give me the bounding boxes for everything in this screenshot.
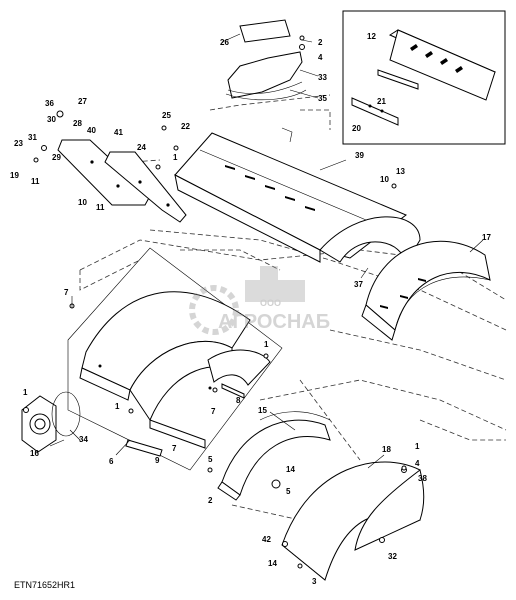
leader-lines	[49, 33, 484, 469]
bracket-40	[57, 139, 151, 206]
figure-id: ETN71652HR1	[14, 580, 76, 590]
chassis-frame-dashed	[79, 94, 507, 541]
callout-label: 1	[115, 402, 120, 411]
callout-label: 9	[155, 456, 160, 465]
callout-label: 31	[28, 133, 37, 142]
callout-label: 42	[262, 535, 271, 544]
callout-label: 17	[482, 233, 491, 242]
callout-label: 10	[78, 198, 87, 207]
seal-34	[51, 391, 81, 437]
left-bracket-assembly	[33, 110, 187, 223]
callout-label: 10	[380, 175, 389, 184]
washer-4	[299, 44, 305, 50]
callout-label: 7	[64, 288, 69, 297]
washer-30	[56, 110, 64, 118]
hardware-fasteners	[69, 125, 407, 569]
callout-label: 39	[355, 151, 364, 160]
callout-label: 4	[318, 53, 323, 62]
panel-6-right	[207, 349, 271, 399]
callout-label: 28	[73, 119, 82, 128]
bolt-2	[299, 35, 305, 41]
callout-label: 22	[181, 122, 190, 131]
callout-label: 11	[96, 203, 105, 212]
callout-label: 32	[388, 552, 397, 561]
callout-label: 1	[23, 388, 28, 397]
callout-label: 13	[396, 167, 405, 176]
bolt-32	[379, 537, 385, 543]
callout-label: 2	[208, 496, 213, 505]
callout-label: 19	[10, 171, 19, 180]
callout-label: 23	[14, 139, 23, 148]
callout-label: 37	[354, 280, 363, 289]
watermark-small-text: ООО	[260, 298, 281, 308]
callout-label: 3	[312, 577, 317, 586]
callout-label: 5	[286, 487, 291, 496]
plate-26	[239, 19, 291, 43]
inset-detail-box	[342, 10, 506, 145]
watermark-main-text: АГРОСНАБ	[218, 311, 330, 333]
callout-label: 7	[172, 444, 177, 453]
bearing-plate-16	[21, 391, 81, 453]
bolt-19	[33, 157, 39, 163]
callout-label: 27	[78, 97, 87, 106]
callout-label: 1	[264, 340, 269, 349]
callout-label: 40	[87, 126, 96, 135]
seal-33	[227, 51, 303, 99]
callout-label: 1	[173, 153, 178, 162]
callout-label: 2	[318, 38, 323, 47]
callout-label: 21	[377, 97, 386, 106]
hood-17	[361, 240, 491, 341]
watermark-logo: ООО АГРОСНАБ	[189, 266, 330, 335]
callout-label: 36	[45, 99, 54, 108]
main-housing-39	[174, 127, 421, 267]
inset-strip-21	[377, 69, 419, 90]
nut-23	[41, 145, 47, 151]
hood-15	[217, 411, 331, 501]
callout-label: 26	[220, 38, 229, 47]
callout-label: 38	[418, 474, 427, 483]
callout-label: 6	[109, 457, 114, 466]
callout-label: 34	[79, 435, 88, 444]
callout-label: 12	[367, 32, 376, 41]
callout-label: 25	[162, 111, 171, 120]
callout-labels: 26 2 4 33 35 12 21 20 36 27 30 28 40 41 …	[10, 32, 491, 586]
callout-label: 30	[47, 115, 56, 124]
callout-label: 16	[30, 449, 39, 458]
top-cover-assembly	[225, 19, 307, 101]
callout-label: 18	[382, 445, 391, 454]
hood-18	[281, 461, 425, 581]
callout-label: 8	[236, 396, 241, 405]
callout-label: 4	[415, 459, 420, 468]
callout-label: 29	[52, 153, 61, 162]
washer-5	[271, 479, 281, 489]
callout-label: 15	[258, 406, 267, 415]
callout-label: 24	[137, 143, 146, 152]
callout-label: 14	[286, 465, 295, 474]
panel-6	[67, 247, 283, 471]
callout-label: 41	[114, 128, 123, 137]
callout-label: 14	[268, 559, 277, 568]
bracket-41	[104, 151, 187, 223]
callout-label: 1	[415, 442, 420, 451]
strap-9	[125, 439, 163, 457]
callout-label: 20	[352, 124, 361, 133]
callout-label: 5	[208, 455, 213, 464]
callout-label: 35	[318, 94, 327, 103]
callout-label: 33	[318, 73, 327, 82]
callout-label: 11	[31, 177, 40, 186]
part-8	[221, 383, 245, 399]
hood-39-front	[319, 216, 421, 267]
callout-label: 7	[211, 407, 216, 416]
